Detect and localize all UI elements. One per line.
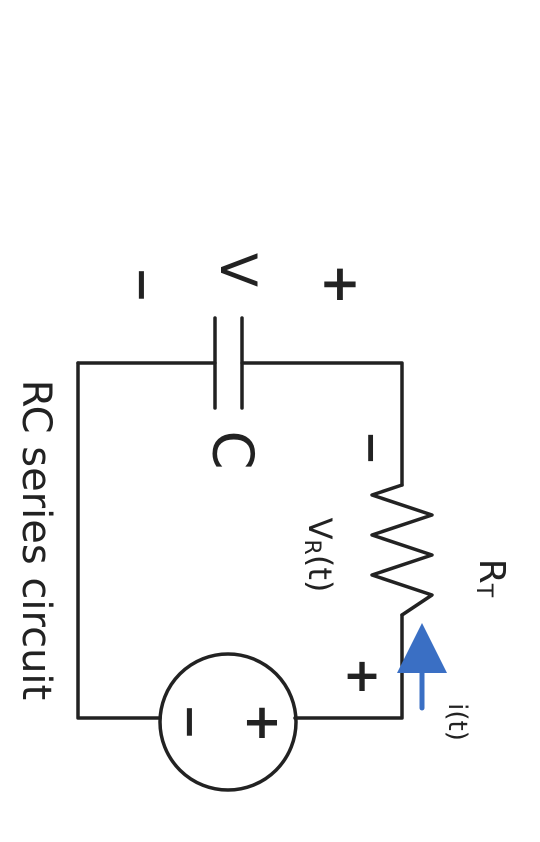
capacitor-minus-label: − <box>117 267 168 304</box>
source-plus-label: + <box>242 694 282 750</box>
wire-cap-right <box>240 361 404 487</box>
resistor-voltage-suffix: (t) <box>301 555 339 593</box>
resistor-voltage-label: VR(t) <box>300 518 340 593</box>
current-label: i(t) <box>442 703 472 741</box>
resistor-plus-label: + <box>343 648 382 702</box>
resistor-voltage-subscript: R <box>300 540 325 555</box>
voltage-source <box>158 652 298 792</box>
resistor-name-label: RT <box>472 559 513 598</box>
capacitor-voltage-label: V <box>209 253 267 287</box>
resistor-voltage-main: V <box>301 518 339 540</box>
capacitor-name-label: C <box>200 430 265 469</box>
resistor-name-main: R <box>472 559 513 584</box>
resistor-minus-label: − <box>348 430 397 465</box>
resistor-zigzag <box>370 483 434 617</box>
wire-left <box>76 361 162 720</box>
source-minus-label: − <box>165 704 216 741</box>
capacitor-plus-label: + <box>319 254 361 312</box>
page-title: RC series circuit <box>13 380 59 700</box>
resistor-name-subscript: T <box>472 583 497 598</box>
